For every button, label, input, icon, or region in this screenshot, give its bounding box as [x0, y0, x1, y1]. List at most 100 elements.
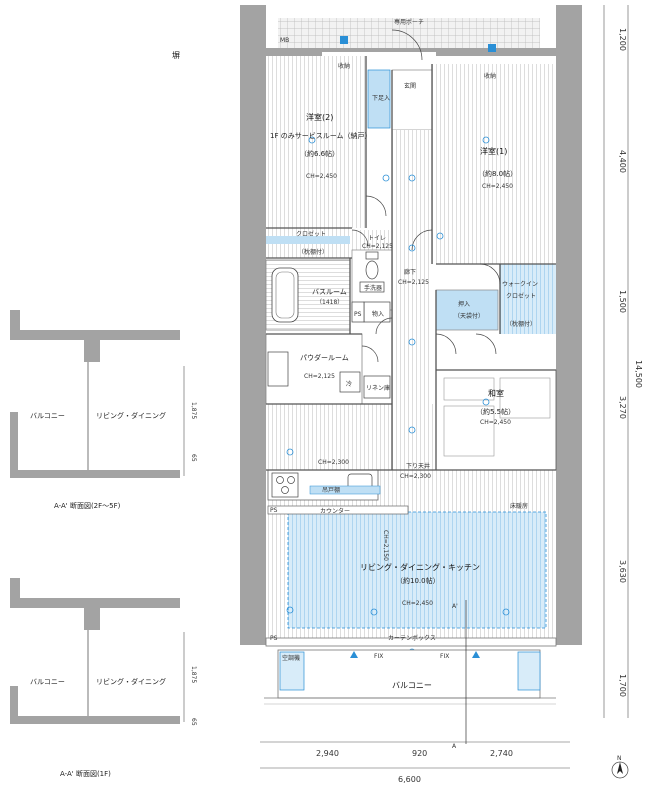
- room2-ch: CH=2,450: [306, 173, 337, 180]
- section-diagram-1f: [10, 578, 180, 724]
- washoku-title: 和室: [488, 388, 504, 398]
- section-2f-height: 1,875: [190, 402, 197, 419]
- fix-marker-1: [350, 651, 358, 658]
- partition-walls: [266, 56, 556, 471]
- storage-label-right: 收納: [484, 72, 496, 80]
- closet-label: クロゼット: [296, 230, 326, 238]
- powder-basin: [267, 351, 289, 387]
- section-2f-living: リビング・ダイニング: [96, 411, 166, 420]
- closet-band: [266, 236, 350, 244]
- section-mark-a-prime: A': [452, 603, 458, 610]
- dim-bottom-3: 2,740: [490, 749, 513, 758]
- right-wall: [556, 5, 582, 645]
- north-arrow-needle: [617, 762, 623, 774]
- ldk-ch: CH=2,450: [402, 600, 433, 607]
- bathtub-inner: [275, 271, 295, 319]
- porch-light-2: [488, 44, 496, 52]
- cupboard-band: [309, 485, 381, 495]
- section-2f-balcony: バルコニー: [30, 412, 65, 420]
- genkan-floor: [391, 69, 433, 131]
- room1-ch: CH=2,450: [482, 183, 513, 190]
- toilet-ch: CH=2,125: [362, 243, 393, 250]
- bath-size: （1418）: [316, 299, 343, 306]
- section-1f-living: リビング・ダイニング: [96, 677, 166, 686]
- curtain-box-label: カーテンボックス: [388, 634, 436, 642]
- counter-band: [267, 505, 409, 515]
- storage-label-left: 收納: [338, 62, 350, 70]
- section-2f-base: 65: [190, 454, 197, 462]
- oshiire-title: 押入: [458, 300, 470, 308]
- shoe-box-label: 下足入: [372, 95, 390, 102]
- ps-label: PS: [354, 311, 362, 318]
- toilet-bowl: [365, 260, 379, 280]
- ldk-title: リビング・ダイニング・キッチン: [360, 562, 480, 572]
- dimension-lines: [260, 5, 629, 769]
- toilet-floor: [351, 249, 393, 311]
- bath-title: バスルーム: [312, 288, 347, 296]
- corridor-label: 廊下: [404, 268, 416, 276]
- washer-mark: 冷: [346, 380, 352, 388]
- fix-marker-2: [472, 651, 480, 658]
- bath-storage-label: 物入: [372, 310, 384, 318]
- dim-right-3: 1,500: [618, 290, 627, 313]
- room1-title: 洋室(1): [480, 146, 507, 156]
- section-mark-a: A: [452, 743, 457, 750]
- corridor-ch: CH=2,125: [398, 279, 429, 286]
- washoku-tatami-2: [499, 377, 551, 419]
- toilet-label: トイレ: [368, 235, 386, 242]
- burner-3: [281, 486, 289, 494]
- washoku-tatami-1: [443, 377, 495, 401]
- dim-bottom-2: 920: [412, 749, 427, 758]
- closet-sub: （枕棚付）: [298, 248, 328, 256]
- hand-wash-label: 手洗器: [364, 284, 382, 292]
- dim-right-total: 14,500: [634, 360, 643, 388]
- dim-right-1: 1,200: [618, 28, 627, 51]
- powder-title: パウダールーム: [300, 353, 349, 362]
- room2-floor: [266, 56, 366, 228]
- left-wall: [240, 5, 266, 645]
- porch-light-1: [340, 36, 348, 44]
- room2-title: 洋室(2): [306, 112, 333, 122]
- counter-label: カウンター: [320, 507, 350, 515]
- aircon-label: 空調機: [282, 654, 300, 662]
- corridor-floor-left: [352, 230, 394, 250]
- shoe-box: [367, 69, 391, 129]
- north-mark: N: [617, 755, 622, 762]
- dim-right-4: 3,270: [618, 396, 627, 419]
- washer: [339, 371, 361, 393]
- balcony-label: バルコニー: [392, 681, 432, 690]
- room1-size: （約8.0帖）: [478, 169, 517, 178]
- kitchen-band-floor: [266, 404, 436, 470]
- walkin-sub: クロゼット: [506, 292, 536, 300]
- ps-kitchen-label: PS: [270, 507, 278, 514]
- dim-bottom-1: 2,940: [316, 749, 339, 758]
- washoku-ch: CH=2,450: [480, 419, 511, 426]
- linen-box: [363, 375, 391, 399]
- section-1f-base: 65: [190, 718, 197, 726]
- oshiire-box: [435, 289, 499, 331]
- ldk-floor-heating: [287, 511, 547, 629]
- fix-label-1: FIX: [374, 653, 383, 660]
- room2-size: （約6.6帖）: [300, 149, 339, 158]
- balcony-floor: [277, 649, 541, 699]
- sagari-ch: CH=2,300: [400, 473, 431, 480]
- section-1f-balcony: バルコニー: [30, 678, 65, 686]
- dim-bottom-total: 6,600: [398, 775, 421, 784]
- walkin-title: ウォークイン: [502, 280, 538, 288]
- burner-1: [276, 476, 284, 484]
- room2-line2: 1F のみサービスルーム（納戸）: [270, 131, 372, 140]
- room1-floor: [432, 64, 556, 264]
- porch-label: 専用ポーチ: [394, 18, 424, 26]
- washoku-tatami-3: [443, 405, 495, 457]
- ldk-size: （約10.0帖）: [396, 576, 440, 585]
- walkin-shelf: （枕棚付）: [506, 320, 536, 328]
- hand-wash-box: [359, 281, 385, 293]
- dim-right-2: 4,400: [618, 150, 627, 173]
- section-2f-caption: A-A' 断面図(2F～5F): [54, 501, 121, 510]
- oshiire-sub: （天袋付）: [454, 312, 484, 320]
- fix-label-2: FIX: [440, 653, 449, 660]
- kitchen-ch: CH=2,300: [318, 459, 349, 466]
- meter-label: MB: [280, 37, 289, 44]
- sagari-label: 下り天井: [406, 462, 430, 470]
